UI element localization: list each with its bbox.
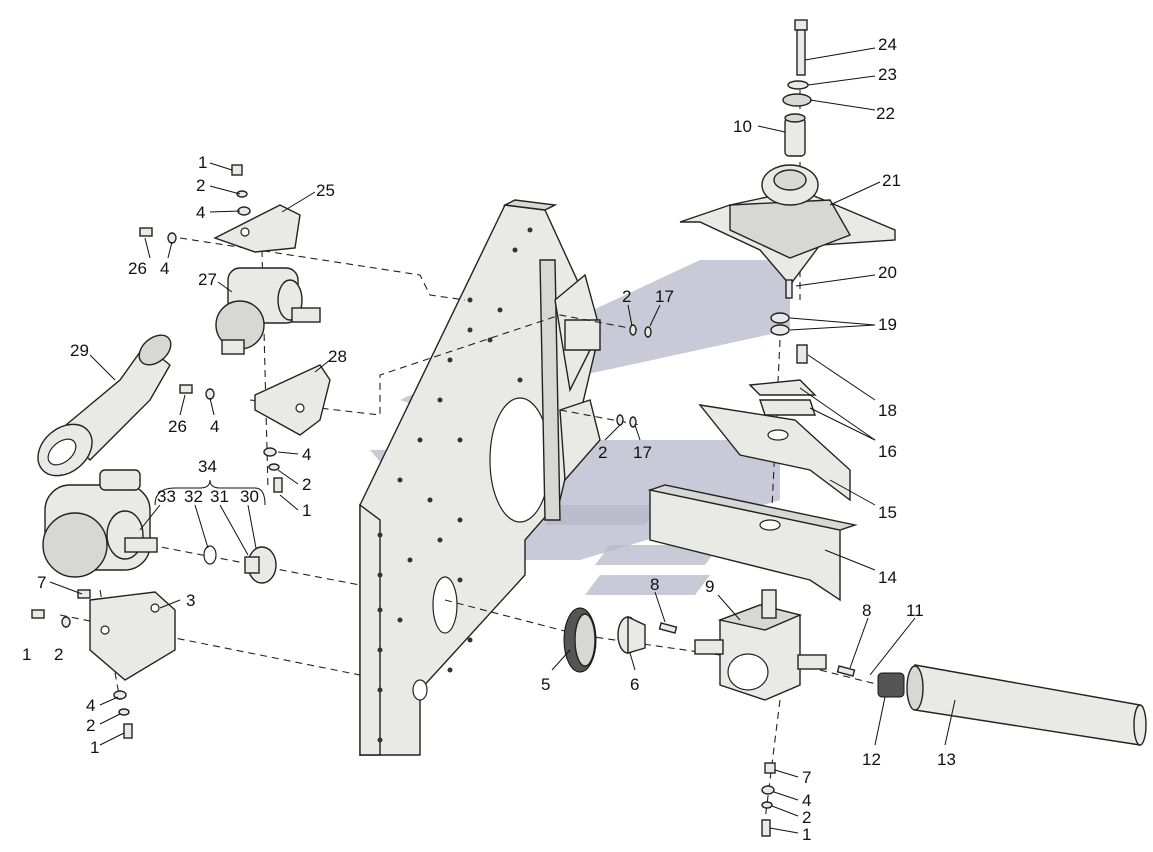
leader-lines: [49, 47, 956, 834]
bolt-24: [794, 19, 808, 76]
label-24: 24: [878, 35, 897, 54]
label-2: 2: [622, 287, 631, 306]
ring-32: [203, 545, 217, 565]
label-2: 2: [302, 475, 311, 494]
fasteners-bottom: [761, 762, 776, 837]
label-7: 7: [802, 768, 811, 787]
label-5: 5: [541, 675, 550, 694]
pin-8: [658, 622, 856, 677]
label-18: 18: [878, 401, 897, 420]
label-2: 2: [54, 645, 63, 664]
label-17: 17: [633, 443, 652, 462]
washers-19: [770, 312, 790, 336]
label-33: 33: [157, 487, 176, 506]
washer-23-22: [782, 80, 812, 107]
bracket-25: [213, 204, 301, 253]
label-4: 4: [210, 417, 219, 436]
bolt-18: [796, 344, 808, 364]
label-1: 1: [22, 645, 31, 664]
label-3: 3: [186, 591, 195, 610]
label-4: 4: [196, 203, 205, 222]
label-23: 23: [878, 65, 897, 84]
label-8: 8: [650, 575, 659, 594]
label-29: 29: [70, 341, 89, 360]
label-14: 14: [878, 568, 897, 587]
label-11: 11: [906, 601, 924, 620]
knife-hub-21: [679, 164, 896, 287]
label-16: 16: [878, 442, 897, 461]
sprocket-30: [244, 546, 277, 584]
label-4: 4: [302, 445, 311, 464]
fasteners-left: [31, 164, 652, 739]
label-31: 31: [210, 487, 229, 506]
part-labels: 1 2 4 25 26 4 27 29 28 26 4 4 2 1 34 33 …: [22, 35, 956, 844]
label-21: 21: [882, 171, 901, 190]
label-1: 1: [302, 501, 311, 520]
label-8: 8: [862, 601, 871, 620]
coupling-12: [877, 672, 905, 698]
drive-shaft-29: [37, 334, 172, 477]
gearbox-left: [42, 469, 158, 578]
label-15: 15: [878, 503, 897, 522]
label-26: 26: [168, 417, 187, 436]
label-10: 10: [733, 117, 752, 136]
label-1: 1: [198, 153, 207, 172]
label-26: 26: [128, 259, 147, 278]
label-4: 4: [802, 791, 811, 810]
label-30: 30: [240, 487, 259, 506]
pin-20: [785, 279, 793, 299]
label-17: 17: [655, 287, 674, 306]
label-2: 2: [196, 176, 205, 195]
label-1: 1: [90, 738, 99, 757]
label-1: 1: [802, 825, 811, 844]
frame-plate: [359, 199, 601, 756]
bracket-3: [89, 591, 176, 681]
cover-14: [647, 484, 858, 602]
label-2: 2: [802, 808, 811, 827]
plates-16: [748, 379, 817, 416]
label-34: 34: [198, 457, 217, 476]
sprocket-5: [563, 607, 597, 673]
label-6: 6: [630, 675, 639, 694]
label-32: 32: [184, 487, 203, 506]
label-4: 4: [160, 259, 169, 278]
label-20: 20: [878, 263, 897, 282]
label-19: 19: [878, 315, 897, 334]
label-12: 12: [862, 750, 881, 769]
label-9: 9: [705, 577, 714, 596]
bushing-10: [784, 113, 806, 157]
label-28: 28: [328, 347, 347, 366]
label-22: 22: [876, 104, 895, 123]
label-27: 27: [198, 270, 217, 289]
gearbox-9: [694, 589, 827, 701]
label-7: 7: [37, 573, 46, 592]
gearbox-27: [215, 267, 321, 355]
label-13: 13: [937, 750, 956, 769]
plate-15: [698, 404, 851, 502]
label-2: 2: [598, 443, 607, 462]
label-4: 4: [86, 696, 95, 715]
label-25: 25: [316, 181, 335, 200]
label-2: 2: [86, 716, 95, 735]
tube-13: [906, 664, 1147, 746]
hub-6: [617, 615, 646, 654]
bracket-28: [254, 364, 331, 436]
